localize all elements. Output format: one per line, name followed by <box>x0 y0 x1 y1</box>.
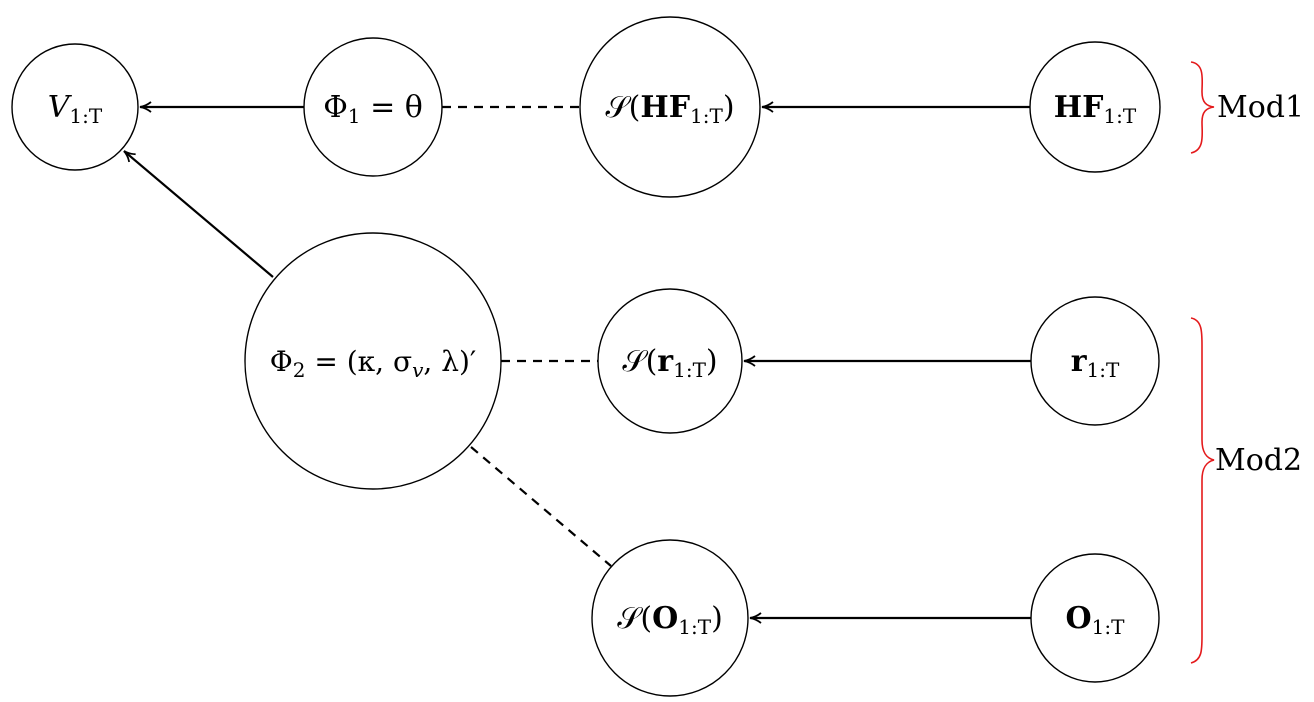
node-s-o-label: 𝒮(O1:T) <box>617 601 723 639</box>
node-v: V1:T <box>11 43 139 171</box>
node-s-hf: 𝒮(HF1:T) <box>579 16 761 198</box>
node-s-r-label: 𝒮(r1:T) <box>622 344 717 382</box>
edge-phi2-s-o <box>470 446 612 567</box>
node-o: O1:T <box>1030 553 1160 683</box>
brace-mod1 <box>1190 61 1215 154</box>
brace-mod2 <box>1190 317 1215 664</box>
group-label-mod2: Mod2 <box>1215 443 1302 478</box>
node-r-label: r1:T <box>1071 344 1120 382</box>
node-r: r1:T <box>1030 296 1160 426</box>
node-s-r: 𝒮(r1:T) <box>597 288 743 434</box>
node-hf: HF1:T <box>1029 41 1161 173</box>
node-phi1: Φ1 = θ <box>303 37 443 177</box>
node-s-o: 𝒮(O1:T) <box>591 539 749 697</box>
node-phi2-label: Φ2 = (κ, σv, λ)′ <box>270 345 476 382</box>
node-v-label: V1:T <box>48 90 103 128</box>
node-s-hf-label: 𝒮(HF1:T) <box>605 90 734 128</box>
node-phi1-label: Φ1 = θ <box>323 90 423 128</box>
node-phi2: Φ2 = (κ, σv, λ)′ <box>244 232 502 490</box>
edge-phi2-to-v <box>123 150 274 278</box>
node-o-label: O1:T <box>1066 601 1126 639</box>
group-label-mod1: Mod1 <box>1217 90 1304 125</box>
node-hf-label: HF1:T <box>1054 90 1137 128</box>
